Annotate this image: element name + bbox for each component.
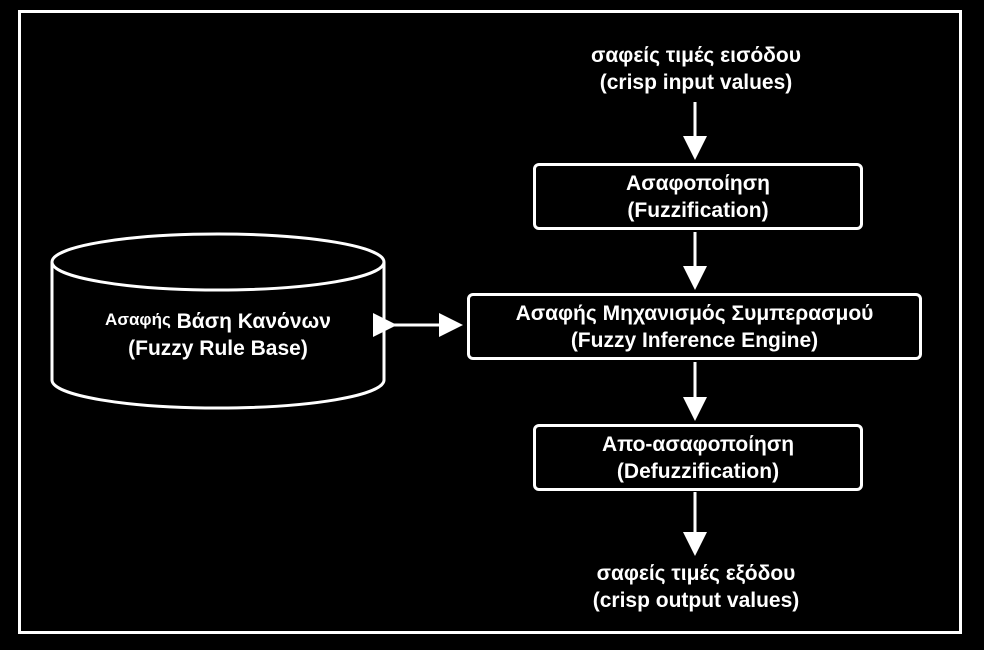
- diagram-frame: [18, 10, 962, 634]
- defuzzification-box: Απο-ασαφοποίηση (Defuzzification): [533, 424, 863, 491]
- fuzzification-box: Ασαφοποίηση (Fuzzification): [533, 163, 863, 230]
- rule-base-label-greek: Βάση Κανόνων: [176, 310, 331, 333]
- input-label-english: (crisp input values): [599, 71, 793, 94]
- output-label: σαφείς τιμές εξόδου (crisp output values…: [555, 560, 837, 614]
- rule-base-label-greek-small: Ασαφής: [105, 310, 171, 329]
- input-label-greek: σαφείς τιμές εισόδου: [591, 44, 801, 67]
- rule-base-label: Ασαφής Βάση Κανόνων (Fuzzy Rule Base): [52, 306, 384, 362]
- inference-label-greek: Ασαφής Μηχανισμός Συμπερασμού: [515, 302, 874, 325]
- inference-label-english: (Fuzzy Inference Engine): [570, 329, 819, 352]
- inference-engine-box: Ασαφής Μηχανισμός Συμπερασμού (Fuzzy Inf…: [467, 293, 922, 360]
- rule-base-cylinder: [50, 232, 386, 410]
- output-label-greek: σαφείς τιμές εξόδου: [596, 562, 796, 585]
- fuzzification-label-english: (Fuzzification): [627, 199, 769, 222]
- output-label-english: (crisp output values): [592, 589, 800, 612]
- input-label: σαφείς τιμές εισόδου (crisp input values…: [555, 42, 837, 96]
- defuzzification-label-greek: Απο-ασαφοποίηση: [601, 433, 795, 456]
- fuzzification-label-greek: Ασαφοποίηση: [626, 172, 770, 195]
- rule-base-label-english: (Fuzzy Rule Base): [128, 337, 308, 360]
- defuzzification-label-english: (Defuzzification): [616, 460, 780, 483]
